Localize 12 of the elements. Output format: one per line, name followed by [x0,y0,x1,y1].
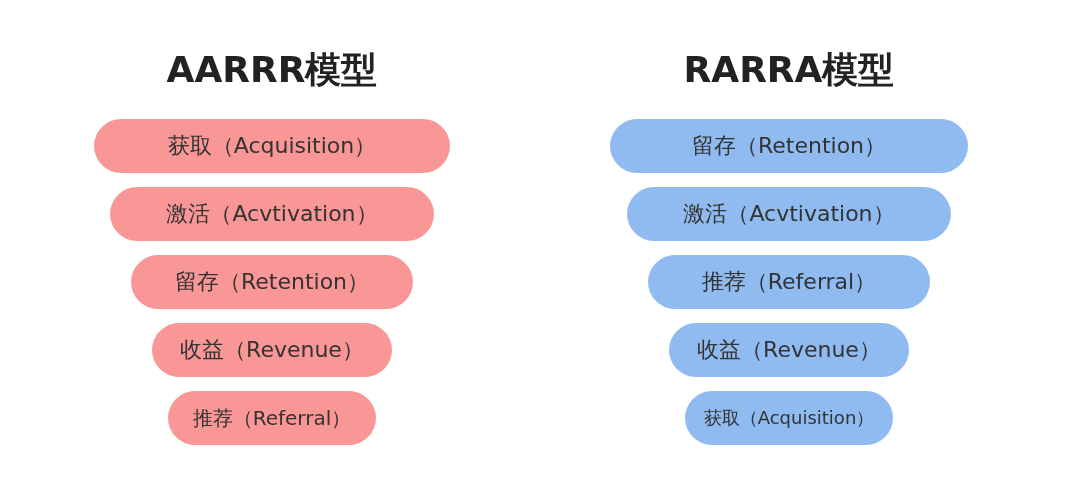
stage-pill: 推荐（Referral） [168,391,376,445]
stage-pill: 收益（Revenue） [152,323,392,377]
stage-pill: 推荐（Referral） [648,255,930,309]
stage-pill: 留存（Retention） [131,255,413,309]
stage-pill: 激活（Acvtivation） [110,187,434,241]
column-heading: AARRR模型 [165,48,379,92]
column-heading: RARRA模型 [682,48,896,92]
stage-pill: 获取（Acquisition） [685,391,893,445]
stage-pill: 收益（Revenue） [669,323,909,377]
stage-pill: 激活（Acvtivation） [627,187,951,241]
stage-pill: 留存（Retention） [610,119,968,173]
stage-pill: 获取（Acquisition） [94,119,450,173]
